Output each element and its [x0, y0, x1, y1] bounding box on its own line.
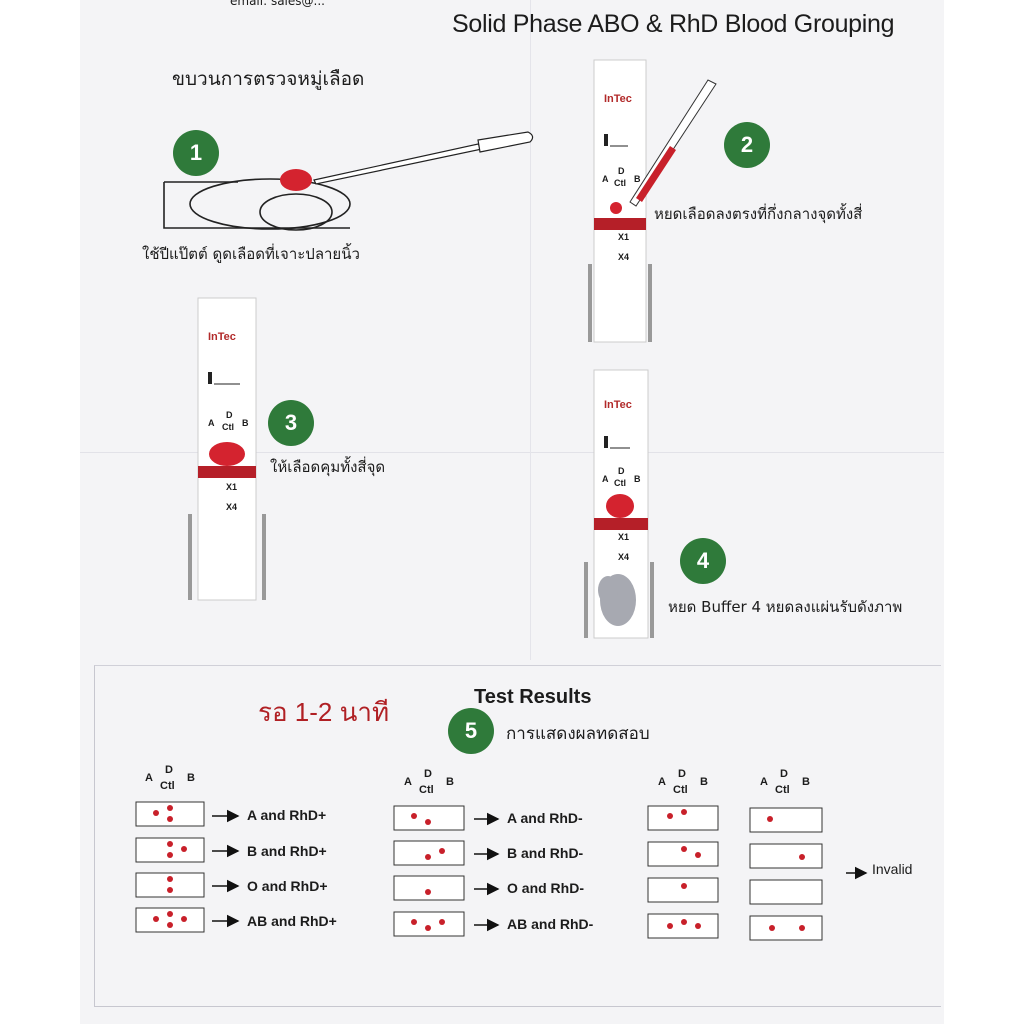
- svg-text:AB and RhD-: AB and RhD-: [507, 916, 594, 932]
- svg-text:B: B: [242, 418, 249, 428]
- wait-time-text: รอ 1-2 นาที: [258, 697, 390, 727]
- result-row: AB and RhD-: [393, 911, 594, 937]
- result-row: O and RhD+: [135, 872, 328, 898]
- result-column-positive: A D Ctl B A and RhD+ B and RhD+ O and Rh…: [135, 764, 337, 933]
- svg-text:A: A: [658, 776, 666, 788]
- svg-text:Ctl: Ctl: [222, 422, 234, 432]
- svg-text:X1: X1: [618, 232, 629, 242]
- svg-text:B: B: [634, 474, 641, 484]
- result-column-invalid-b: A D Ctl B: [749, 768, 823, 941]
- result-row: B and RhD-: [393, 840, 584, 866]
- step-2-badge: 2: [724, 122, 770, 168]
- svg-text:B: B: [446, 776, 454, 788]
- svg-text:D: D: [678, 768, 686, 780]
- svg-text:O and RhD-: O and RhD-: [507, 880, 584, 896]
- step-5-text: การแสดงผลทดสอบ: [506, 724, 650, 744]
- svg-text:B and RhD+: B and RhD+: [247, 843, 327, 859]
- svg-text:A: A: [208, 418, 215, 428]
- result-row: A and RhD-: [393, 805, 583, 831]
- email-text: email: sales@...: [230, 0, 325, 8]
- svg-text:O and RhD+: O and RhD+: [247, 878, 328, 894]
- svg-text:D: D: [165, 764, 173, 776]
- step-2-text: หยดเลือดลงตรงที่กึ่งกลางจุดทั้งสี่: [654, 205, 863, 223]
- svg-text:D: D: [618, 166, 625, 176]
- svg-text:A: A: [602, 474, 609, 484]
- result-row: A and RhD+: [135, 801, 326, 827]
- svg-text:A and RhD+: A and RhD+: [247, 807, 326, 823]
- svg-text:Ctl: Ctl: [775, 784, 790, 796]
- svg-text:D: D: [424, 768, 432, 780]
- test-strip-step-3: InTec A D Ctl B X1 X4: [188, 297, 266, 601]
- svg-text:X4: X4: [618, 252, 629, 262]
- step-4-text: หยด Buffer 4 หยดลงแผ่นรับดังภาพ: [668, 598, 903, 616]
- step-3-text: ให้เลือดคุมทั้งสี่จุด: [270, 458, 386, 476]
- test-strip-step-4: InTec A D Ctl B X1 X4: [584, 369, 654, 639]
- svg-text:A: A: [760, 776, 768, 788]
- step-1-text: ใช้ปีแป๊ตต์ ดูดเลือดที่เจาะปลายนิ้ว: [142, 245, 360, 263]
- svg-text:B: B: [700, 776, 708, 788]
- result-column-negative: A D Ctl B A and RhD- B and RhD- O and Rh…: [393, 768, 594, 937]
- invalid-label: Invalid: [872, 861, 912, 877]
- svg-text:InTec: InTec: [604, 399, 632, 411]
- svg-text:X1: X1: [226, 482, 237, 492]
- svg-text:D: D: [780, 768, 788, 780]
- svg-text:Ctl: Ctl: [419, 784, 434, 796]
- svg-text:AB and RhD+: AB and RhD+: [247, 913, 337, 929]
- strip-logo: InTec: [604, 93, 632, 105]
- svg-text:X4: X4: [226, 502, 237, 512]
- svg-text:B: B: [187, 772, 195, 784]
- svg-text:B and RhD-: B and RhD-: [507, 845, 584, 861]
- svg-text:X4: X4: [618, 552, 629, 562]
- step-4-badge: 4: [680, 538, 726, 584]
- svg-text:Ctl: Ctl: [673, 784, 688, 796]
- svg-text:A: A: [404, 776, 412, 788]
- result-column-invalid-a: A D Ctl B: [647, 768, 719, 939]
- finger-pipette-illustration: [163, 131, 534, 231]
- result-row: O and RhD-: [393, 875, 584, 901]
- svg-text:Ctl: Ctl: [614, 178, 626, 188]
- fold-line: [530, 0, 531, 660]
- test-strip-step-2: InTec A D Ctl B X1 X4: [588, 59, 717, 343]
- svg-text:InTec: InTec: [208, 331, 236, 343]
- svg-text:B: B: [634, 174, 641, 184]
- step-1-badge: 1: [173, 130, 219, 176]
- svg-text:D: D: [226, 410, 233, 420]
- document-title: Solid Phase ABO & RhD Blood Grouping: [452, 10, 895, 38]
- result-row: B and RhD+: [135, 837, 327, 863]
- svg-text:D: D: [618, 466, 625, 476]
- results-frame: [94, 665, 941, 1007]
- procedure-heading: ขบวนการตรวจหมู่เลือด: [172, 68, 365, 90]
- result-row: AB and RhD+: [135, 907, 337, 933]
- svg-text:A: A: [602, 174, 609, 184]
- results-title: Test Results: [474, 686, 592, 708]
- svg-text:Ctl: Ctl: [614, 478, 626, 488]
- svg-text:Ctl: Ctl: [160, 780, 175, 792]
- svg-text:A and RhD-: A and RhD-: [507, 810, 583, 826]
- fold-line: [80, 452, 944, 453]
- svg-text:X1: X1: [618, 532, 629, 542]
- step-5-badge: 5: [448, 708, 494, 754]
- step-3-badge: 3: [268, 400, 314, 446]
- svg-text:A: A: [145, 772, 153, 784]
- svg-text:B: B: [802, 776, 810, 788]
